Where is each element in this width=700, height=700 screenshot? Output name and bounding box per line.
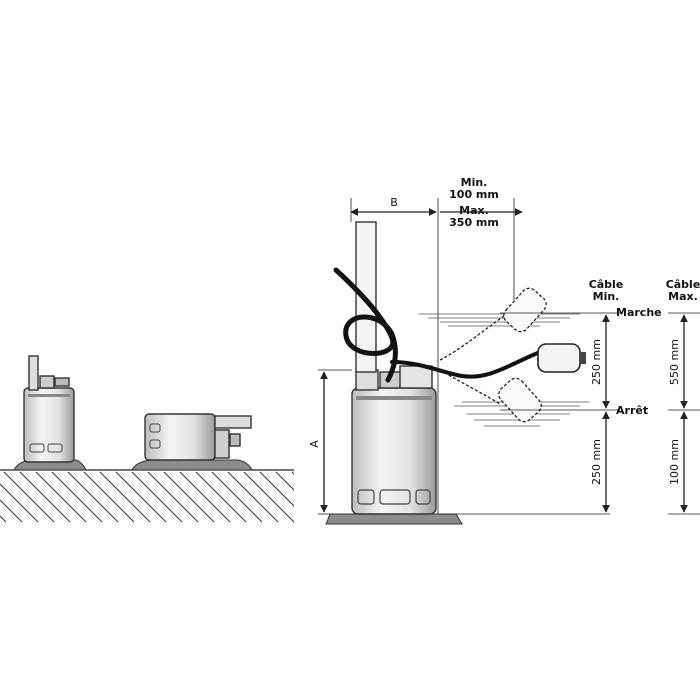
label-min: Min. [461,176,488,189]
hatch-line [0,483,39,523]
label-cable-min-1: Câble [589,278,624,291]
label-a: A [308,440,321,448]
label-b: B [390,196,398,209]
hatch-line [179,471,231,523]
label-arret: Arrêt [616,404,648,417]
hatch-line [211,471,263,523]
label-550: 550 mm [668,339,681,385]
pump-body-left [23,387,75,463]
hatch-line [195,471,247,523]
hatch-line [227,471,279,523]
pump-body-main [351,387,437,515]
label-marche: Marche [616,306,662,319]
discharge-pipe-horizontal [214,415,252,429]
float-cable-down [439,369,501,405]
pump-base-main [325,513,463,525]
soil-hatching [0,471,294,523]
dimensions [318,198,700,515]
pump-base-horizontal [131,459,253,471]
hatch-line [67,471,119,523]
hatch-line [259,471,294,507]
pump-head-main [355,369,379,391]
label-cable-max-1: Câble [666,278,700,291]
hatch-line [275,471,294,491]
float-cable-up [439,315,505,361]
hatch-line [147,471,199,523]
float-switch-down [498,377,542,423]
pump-band-left [28,394,70,397]
label-100: 100 mm [668,439,681,485]
hatch-line [3,471,55,523]
float-switch-up [503,287,547,333]
hatch-line [0,515,7,523]
float-switch [439,287,586,423]
ground-section [0,469,294,523]
small-horizontal-pump [131,413,253,471]
hatch-line [35,471,87,523]
hatch-line [243,471,294,523]
float-switch-horizontal [537,343,581,373]
cable-gland-main [399,365,433,389]
hatch-line [115,471,167,523]
float-cable [390,350,542,379]
hatch-line [131,471,183,523]
hatch-line [83,471,135,523]
label-cable-min-2: Min. [593,290,620,303]
label-250-upper: 250 mm [590,339,603,385]
hatch-line [163,471,215,523]
main-pump [325,221,463,525]
hatch-line [51,471,103,523]
label-max: Max. [459,204,489,217]
pump-head-left [39,375,55,389]
power-cable [333,267,398,383]
label-max-value: 350 mm [449,216,499,229]
small-vertical-pump [13,355,87,471]
label-cable-max-2: Max. [668,290,698,303]
discharge-pipe-left [28,355,39,391]
hatch-line [99,471,151,523]
labels: Min. 100 mm Max. 350 mm B A Câble Min. C… [308,176,700,485]
hatch-line [0,499,23,523]
cable-gland-left [54,377,70,387]
label-min-value: 100 mm [449,188,499,201]
pump-body-horizontal [144,413,216,461]
hatch-line [19,471,71,523]
label-250-lower: 250 mm [590,439,603,485]
